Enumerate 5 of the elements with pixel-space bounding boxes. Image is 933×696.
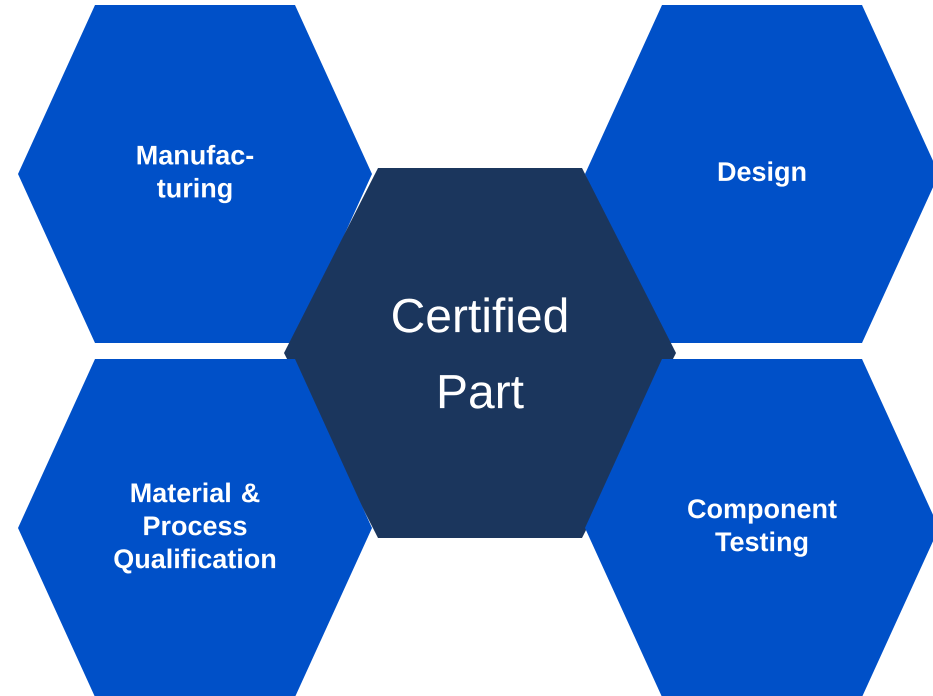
hexagon: Certified Part xyxy=(284,168,676,538)
hexagon: Manufac- turing xyxy=(18,5,372,343)
hexagon: Component Testing xyxy=(585,359,933,696)
hexagon: Material & Process Qualification xyxy=(18,359,372,696)
hexagon: Design xyxy=(585,5,933,343)
